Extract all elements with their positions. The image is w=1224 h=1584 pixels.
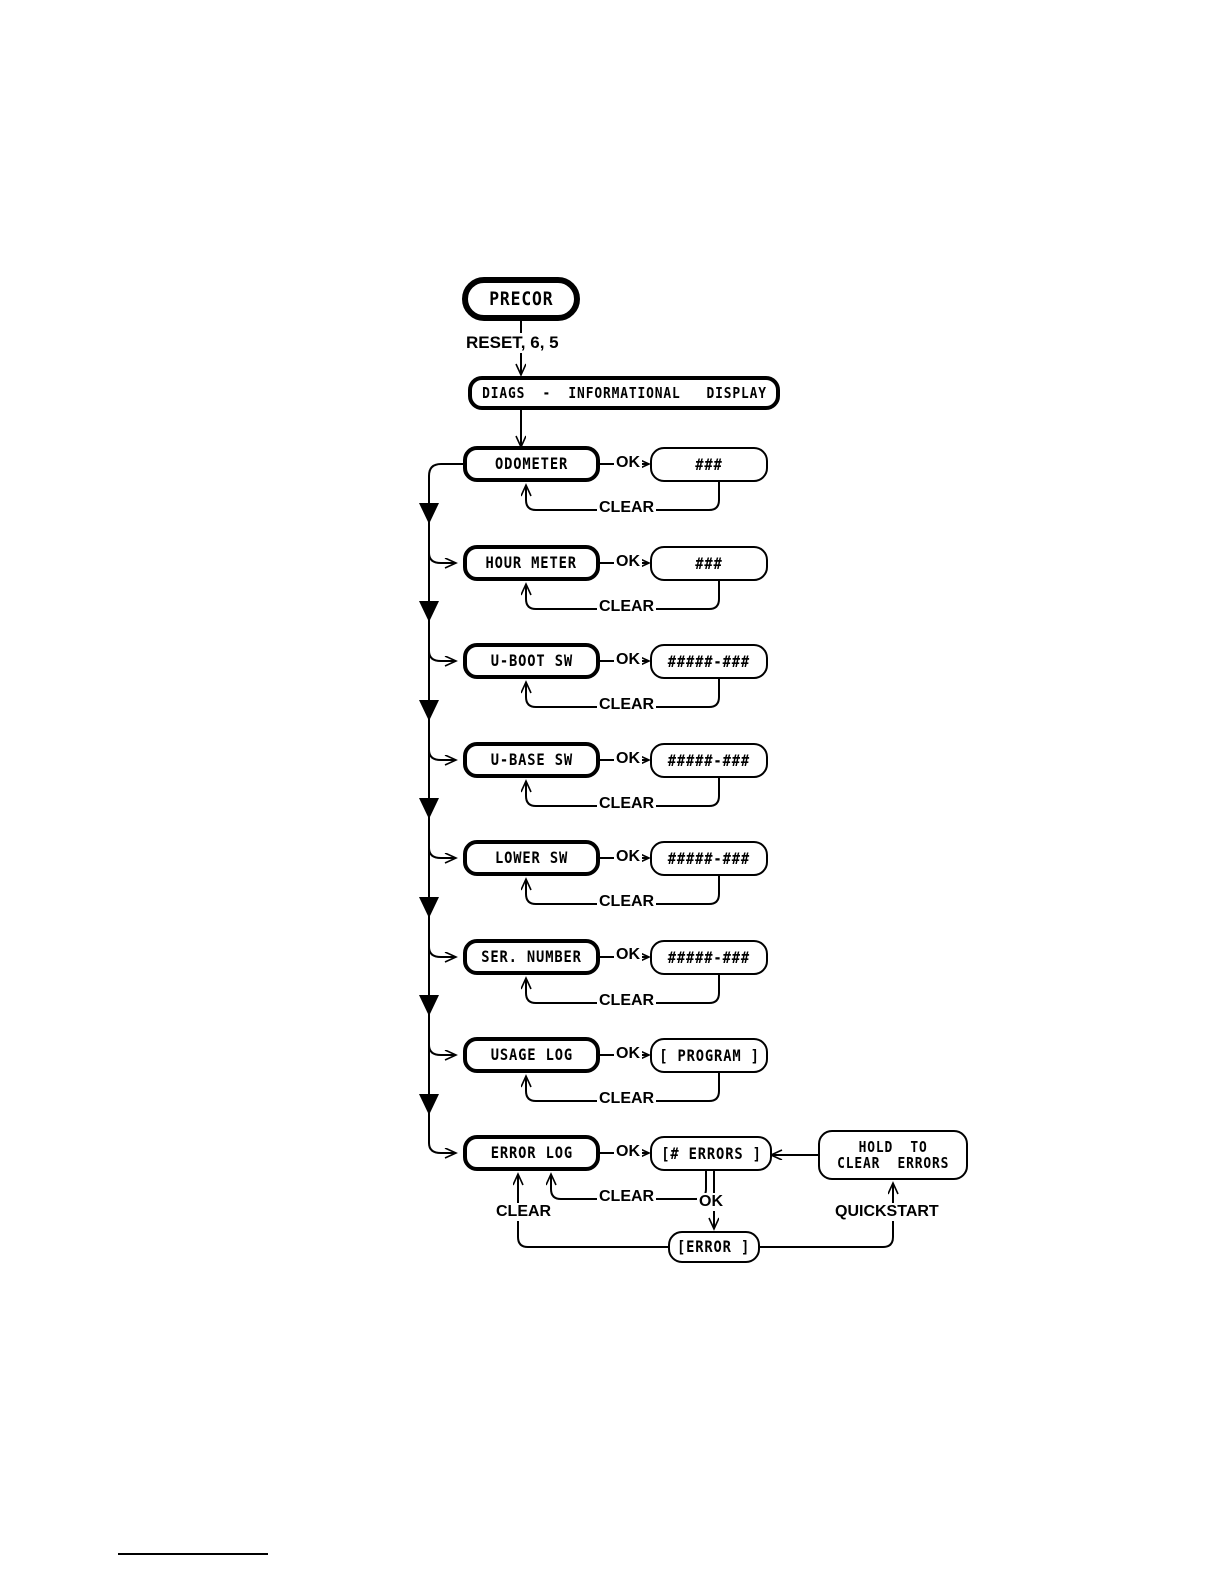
value-hour-meter[interactable]: ### [650, 546, 768, 581]
menu-item-ser-number-label: SER. NUMBER [481, 947, 582, 967]
node-precor-label: PRECOR [488, 287, 554, 310]
label-ok-ser-number: OK [614, 946, 642, 964]
menu-item-lower-sw-label: LOWER SW [494, 848, 569, 868]
value-u-base-sw[interactable]: #####-### [650, 743, 768, 778]
spine-arrowheads [419, 503, 439, 1115]
menu-item-u-base-sw[interactable]: U-BASE SW [463, 742, 600, 778]
value-lower-sw-text: #####-### [667, 848, 751, 868]
menu-item-u-base-sw-label: U-BASE SW [490, 750, 573, 770]
label-clear-odometer: CLEAR [597, 499, 657, 517]
menu-item-usage-log[interactable]: USAGE LOG [463, 1037, 600, 1073]
label-clear-lower-sw: CLEAR [597, 893, 657, 911]
menu-item-odometer[interactable]: ODOMETER [463, 446, 600, 482]
value-ser-number[interactable]: #####-### [650, 940, 768, 975]
label-ok-usage-log: OK [614, 1045, 642, 1063]
value-usage-log-text: [ PROGRAM ] [658, 1045, 760, 1065]
label-ok-lower-sw: OK [614, 848, 642, 866]
label-ok-hour-meter: OK [614, 553, 642, 571]
value-error-count-text: [# ERRORS ] [660, 1143, 762, 1163]
value-ser-number-text: #####-### [667, 947, 751, 967]
footer-rule [118, 1553, 268, 1555]
hold-to-clear-errors-line2: CLEAR ERRORS [836, 1154, 950, 1172]
menu-item-error-log-label: ERROR LOG [490, 1143, 573, 1163]
menu-item-error-log[interactable]: ERROR LOG [463, 1135, 600, 1171]
value-u-base-sw-text: #####-### [667, 750, 751, 770]
menu-item-lower-sw[interactable]: LOWER SW [463, 840, 600, 876]
node-diags-header[interactable]: DIAGS - INFORMATIONAL DISPLAY [468, 376, 780, 410]
value-odometer-text: ### [695, 454, 723, 474]
label-quickstart: QUICKSTART [833, 1203, 941, 1221]
label-clear-hour-meter: CLEAR [597, 598, 657, 616]
menu-item-u-boot-sw-label: U-BOOT SW [490, 651, 573, 671]
hold-to-clear-errors-line1: HOLD TO [858, 1137, 928, 1156]
node-diags-header-label: DIAGS - INFORMATIONAL DISPLAY [481, 383, 767, 402]
value-lower-sw[interactable]: #####-### [650, 841, 768, 876]
label-clear-ser-number: CLEAR [597, 992, 657, 1010]
label-ok-u-boot-sw: OK [614, 651, 642, 669]
value-u-boot-sw-text: #####-### [667, 651, 751, 671]
label-entry-keys: RESET, 6, 5 [464, 333, 561, 353]
menu-item-hour-meter[interactable]: HOUR METER [463, 545, 600, 581]
menu-item-hour-meter-label: HOUR METER [485, 553, 578, 573]
value-hour-meter-text: ### [695, 553, 723, 573]
value-error-screen[interactable]: [ERROR ] [668, 1231, 760, 1263]
menu-item-usage-log-label: USAGE LOG [490, 1045, 573, 1065]
menu-item-u-boot-sw[interactable]: U-BOOT SW [463, 643, 600, 679]
value-odometer[interactable]: ### [650, 447, 768, 482]
menu-item-odometer-label: ODOMETER [494, 454, 569, 474]
label-ok-error-screen: OK [697, 1193, 725, 1211]
label-ok-odometer: OK [614, 454, 642, 472]
label-clear-u-boot-sw: CLEAR [597, 696, 657, 714]
menu-item-ser-number[interactable]: SER. NUMBER [463, 939, 600, 975]
value-u-boot-sw[interactable]: #####-### [650, 644, 768, 679]
label-clear-error-log: CLEAR [494, 1203, 554, 1221]
label-clear-error-count: CLEAR [597, 1188, 657, 1206]
label-clear-u-base-sw: CLEAR [597, 795, 657, 813]
value-error-count[interactable]: [# ERRORS ] [650, 1136, 772, 1171]
value-error-screen-text: [ERROR ] [677, 1237, 751, 1257]
node-precor[interactable]: PRECOR [462, 277, 580, 321]
node-hold-to-clear-errors[interactable]: HOLD TO CLEAR ERRORS [818, 1130, 968, 1180]
label-ok-error-log: OK [614, 1143, 642, 1161]
label-clear-usage-log: CLEAR [597, 1090, 657, 1108]
value-usage-log[interactable]: [ PROGRAM ] [650, 1038, 768, 1073]
label-ok-u-base-sw: OK [614, 750, 642, 768]
